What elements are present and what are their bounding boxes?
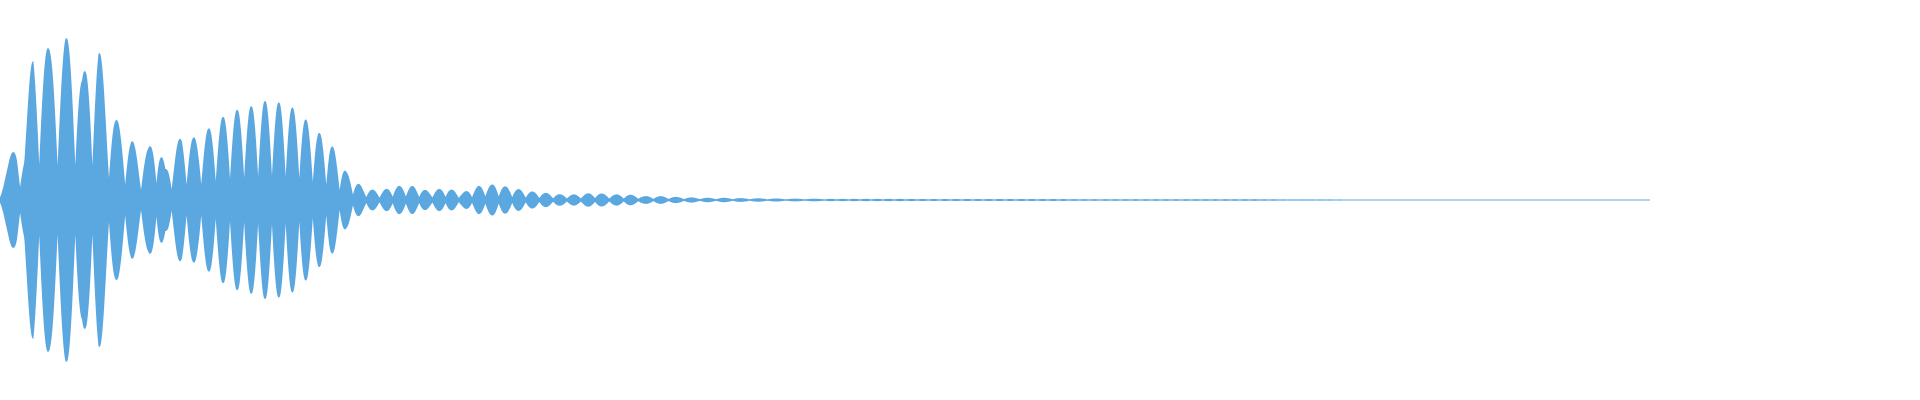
waveform-series-path (0, 38, 1650, 362)
waveform-layer (0, 38, 1650, 362)
